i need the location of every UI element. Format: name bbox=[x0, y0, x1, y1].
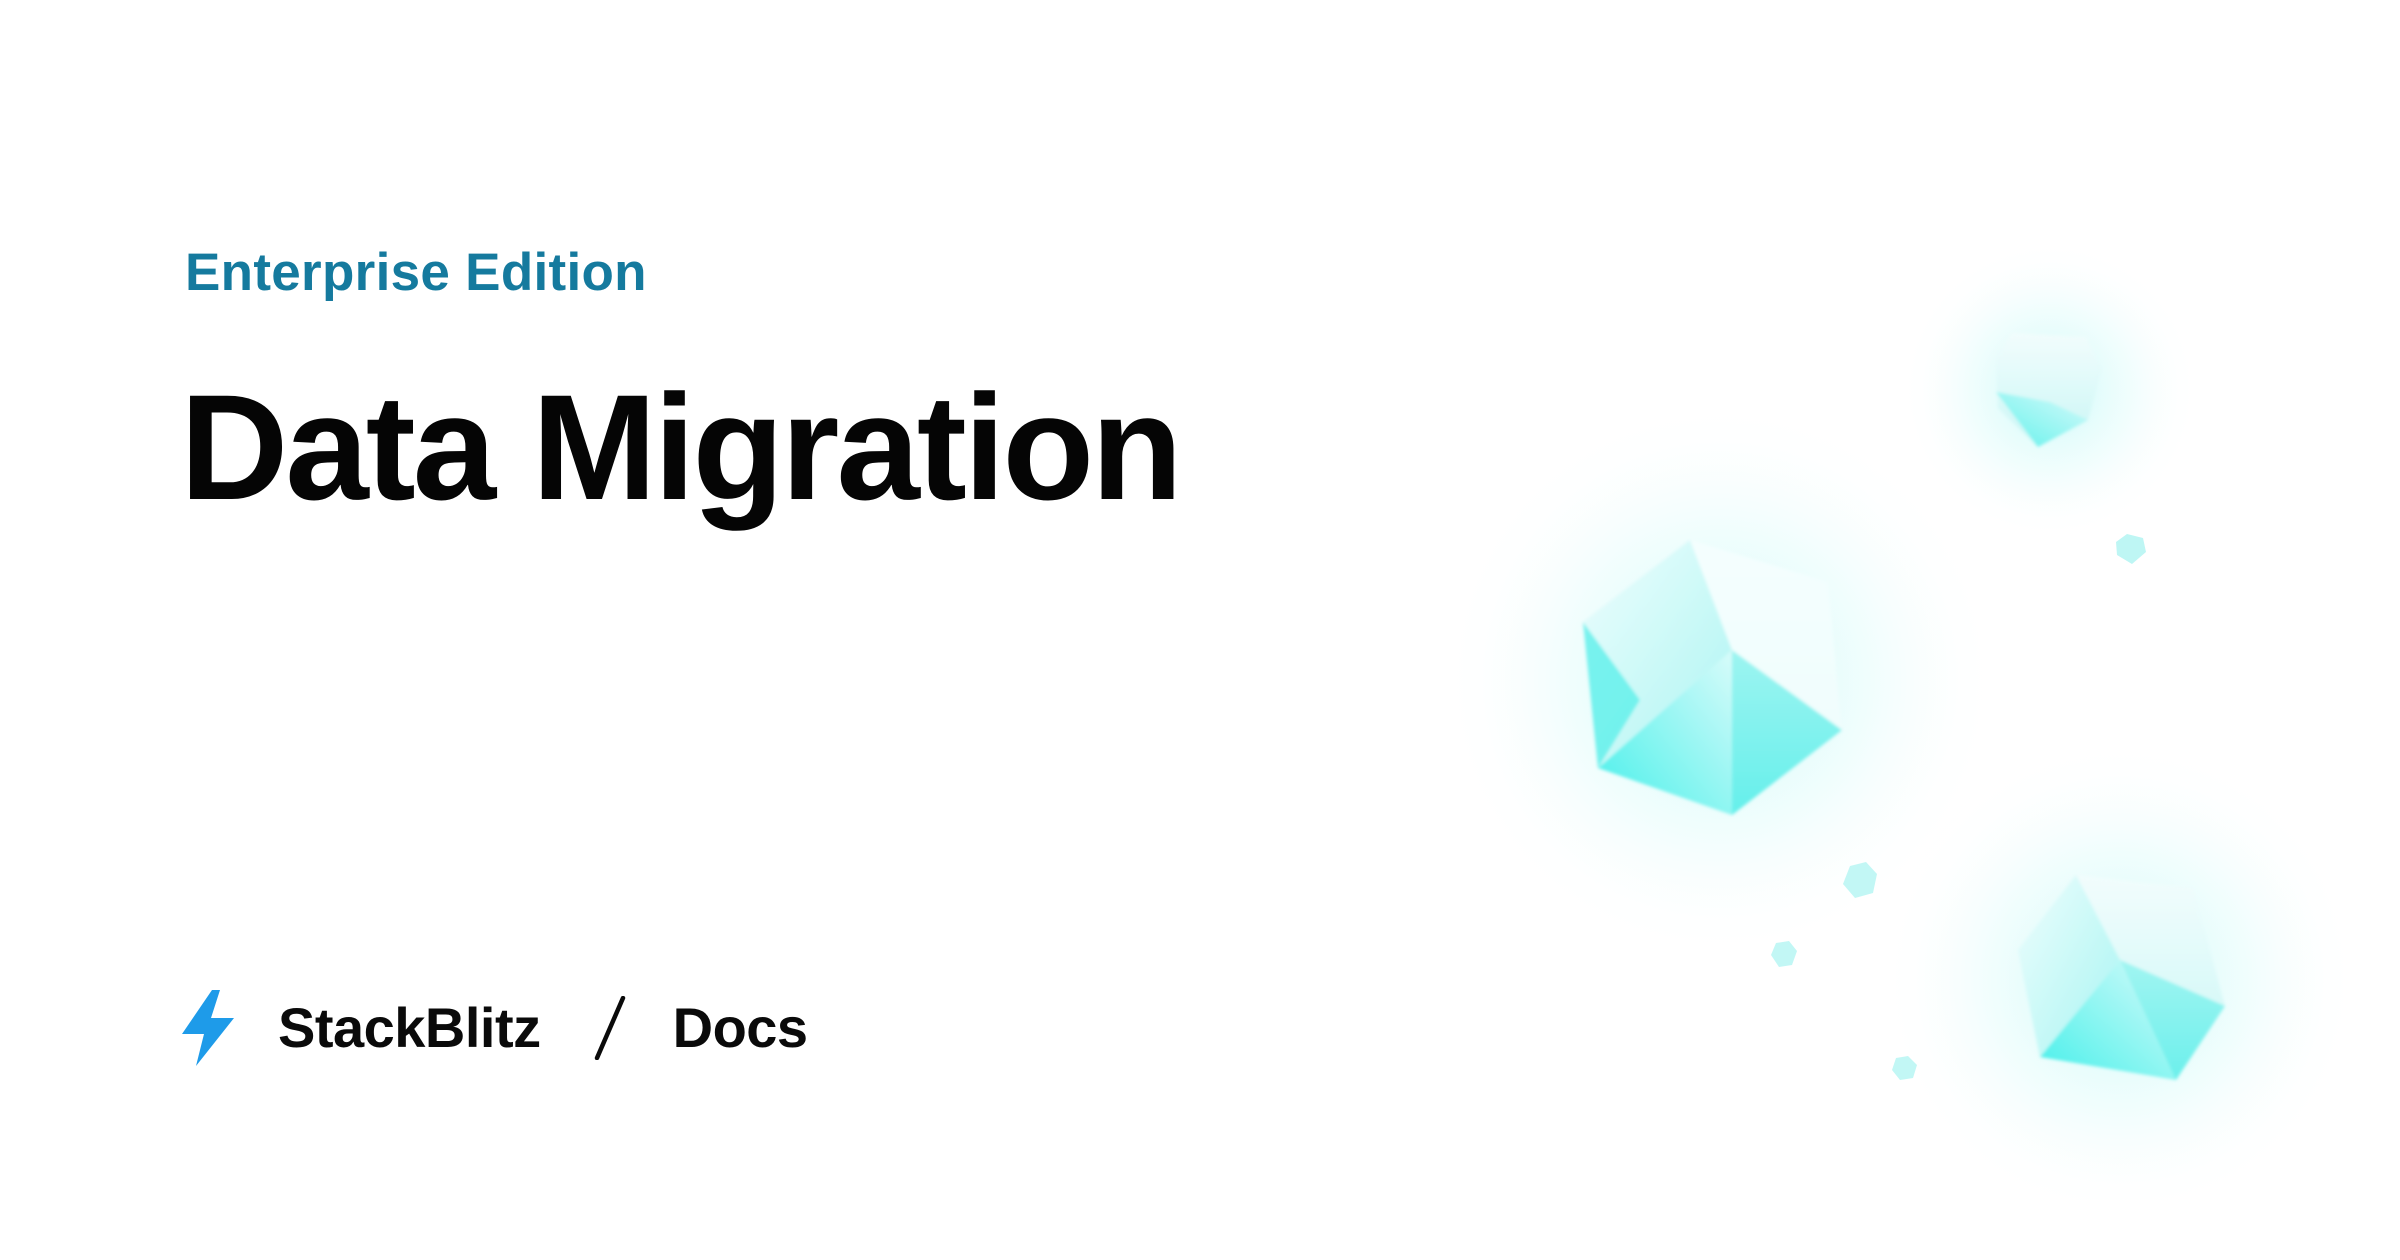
brand-name: StackBlitz bbox=[278, 996, 541, 1059]
tiny-crystal-icon bbox=[1771, 941, 1797, 967]
bottom-crystal-icon bbox=[2018, 875, 2225, 1080]
tiny-crystal-icon bbox=[2116, 534, 2146, 564]
slash-icon bbox=[594, 996, 625, 1060]
tiny-crystal-icon bbox=[1843, 862, 1877, 898]
lightning-bolt-icon bbox=[182, 990, 234, 1066]
brand-footer: StackBlitz Docs bbox=[180, 988, 808, 1068]
docs-label: Docs bbox=[672, 996, 808, 1059]
edition-label: Enterprise Edition bbox=[185, 243, 647, 302]
crystal-illustration bbox=[1440, 240, 2360, 1200]
large-crystal-icon bbox=[1583, 540, 1842, 815]
tiny-crystal-icon bbox=[1892, 1056, 1917, 1080]
top-crystal-icon bbox=[1996, 333, 2102, 447]
page-title: Data Migration bbox=[180, 363, 1183, 531]
